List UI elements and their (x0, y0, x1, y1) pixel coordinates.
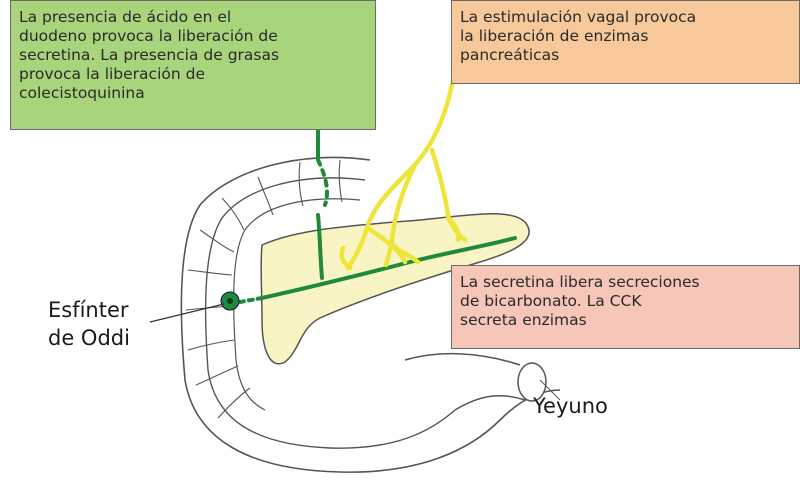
duodenum-innermost-wall (233, 198, 361, 411)
sphincter-oddi-label: Esfínter de Oddi (48, 298, 130, 350)
vagal-nerves (339, 81, 468, 271)
jejunum-label: Yeyuno (533, 394, 608, 418)
secretion-info-box: La secretina libera secreciones de bicar… (451, 265, 800, 349)
sphincter-oddi-center (227, 298, 233, 304)
main-pancreatic-duct (260, 236, 517, 300)
duct-dotted-link (238, 296, 264, 304)
jejunum-pointer (539, 379, 561, 401)
secretin-cck-info-box: La presencia de ácido en el duodeno prov… (10, 0, 376, 130)
sphincter-oddi-pointer (149, 303, 225, 323)
green-ducts (238, 128, 517, 304)
duodenum-outer-wall (180, 156, 561, 473)
secretin-vessel-lower (316, 213, 324, 280)
vagal-info-box: La estimulación vagal provoca la liberac… (451, 0, 800, 84)
secretin-vessel-dotted (316, 158, 329, 207)
jejunum-opening (517, 362, 547, 402)
jejunum-tube-top (404, 352, 521, 366)
duodenum-inner-wall (204, 177, 456, 449)
jejunum-tube-bottom (454, 394, 526, 411)
